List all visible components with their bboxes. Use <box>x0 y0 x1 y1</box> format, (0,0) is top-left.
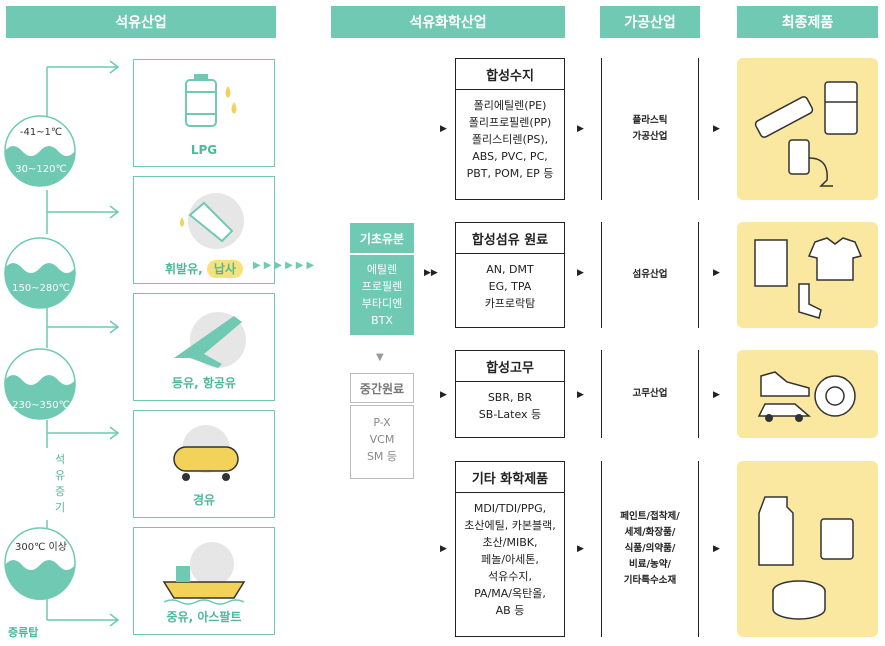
fraction-gasoline: 휘발유, 납사 <box>133 176 275 284</box>
arrow-to-rubber-products: ▶ <box>713 390 720 400</box>
product-plastic <box>737 58 878 200</box>
appliances-icon <box>754 81 858 187</box>
arrow-to-fiber: ▶▶ <box>424 268 438 278</box>
arrow-to-resin: ▶ <box>440 124 447 134</box>
base-title: 기초유분 <box>350 223 414 253</box>
fraction-label-lpg: LPG <box>190 143 218 157</box>
fraction-label-kerosene: 등유, 항공유 <box>172 376 236 390</box>
base-items: 에틸렌 프로필렌 부타디엔 BTX <box>350 255 414 335</box>
header-oil-industry: 석유산업 <box>6 6 276 38</box>
fuel-nozzle-icon <box>180 193 244 249</box>
fraction-diesel: 경유 <box>133 410 275 518</box>
intermediate-items: P-X VCM SM 등 <box>350 405 414 479</box>
product-fiber <box>737 222 878 328</box>
tank-car-icon <box>173 425 239 481</box>
temp-2: 30~120℃ <box>15 164 67 175</box>
header-processing: 가공산업 <box>600 6 700 38</box>
arrow-rubber-process: ▶ <box>577 390 584 400</box>
process-rubber: 고무산업 <box>601 350 699 438</box>
down-arrow: ▼ <box>376 352 384 363</box>
containers-icon <box>758 496 854 620</box>
naphtha-highlight: 납사 <box>206 260 243 278</box>
temp-1: -41~1℃ <box>19 127 63 138</box>
header-petrochem: 석유화학산업 <box>331 6 565 38</box>
process-other: 페인트/접착제/ 세제/화장품/ 식품/의약품/ 비료/농약/ 기타특수소재 <box>601 461 699 637</box>
fraction-label-gasoline: 휘발유, 납사 <box>134 260 274 278</box>
fraction-label-diesel: 경유 <box>192 493 216 507</box>
intermediate-title: 중간원료 <box>350 373 414 403</box>
arrow-to-other-products: ▶ <box>713 544 720 554</box>
fraction-label-heavy-oil: 중유, 아스팔트 <box>166 610 242 624</box>
fraction-lpg: LPG <box>133 59 275 167</box>
temp-5: 300℃ 이상 <box>15 542 67 553</box>
vertical-label: 석 유 증 기 <box>54 453 66 514</box>
block-other-chemicals: 기타 화학제품 MDI/TDI/PPG, 초산에틸, 카본블랙, 초산/MIBK… <box>455 461 565 637</box>
product-rubber <box>737 350 878 438</box>
product-other <box>737 461 878 637</box>
arrow-fiber-process: ▶ <box>577 268 584 278</box>
arrow-to-rubber: ▶ <box>440 390 447 400</box>
shoe-car-tire-icon <box>757 371 856 422</box>
block-synthetic-fiber: 합성섬유 원료 AN, DMT EG, TPA 카프로락탐 <box>455 222 565 328</box>
arrow-other-process: ▶ <box>577 544 584 554</box>
clothing-icon <box>754 237 863 319</box>
airplane-icon <box>174 312 246 368</box>
arrow-to-fiber-products: ▶ <box>713 268 720 278</box>
gas-tank-icon <box>185 74 237 127</box>
process-fiber: 섬유산업 <box>601 222 699 328</box>
block-synthetic-rubber: 합성고무 SBR, BR SB-Latex 등 <box>455 350 565 438</box>
fraction-heavy-oil: 중유, 아스팔트 <box>133 527 275 635</box>
tower-label: 증류탑 <box>8 626 39 639</box>
header-final-products: 최종제품 <box>737 6 878 38</box>
ship-icon <box>162 542 246 605</box>
temp-4: 230~350℃ <box>12 400 70 411</box>
temp-3: 150~280℃ <box>12 283 70 294</box>
distillation-connectors <box>4 60 120 627</box>
fraction-kerosene: 등유, 항공유 <box>133 293 275 401</box>
tower-circles <box>4 115 76 600</box>
naphtha-arrows: ▶▶▶▶▶▶ <box>253 260 318 271</box>
arrow-resin-process: ▶ <box>577 124 584 134</box>
arrow-to-plastic-products: ▶ <box>713 124 720 134</box>
block-synthetic-resin: 합성수지 폴리에틸렌(PE) 폴리프로필렌(PP) 폴리스티렌(PS), ABS… <box>455 58 565 200</box>
arrow-to-other: ▶ <box>440 544 447 554</box>
